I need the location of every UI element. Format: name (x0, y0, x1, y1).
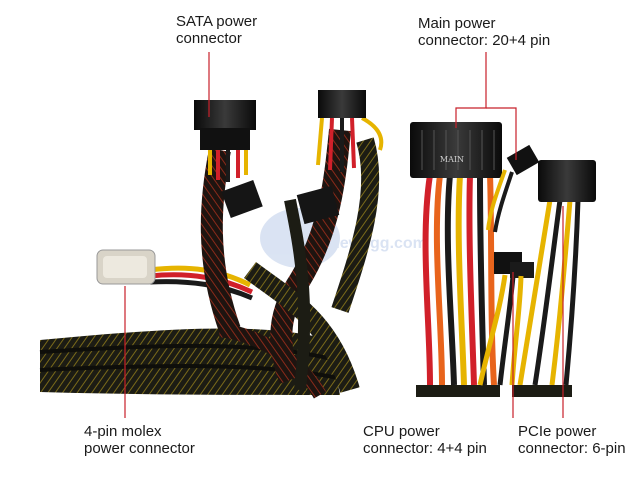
cpu-connector-label: CPU power connector: 4+4 pin (363, 423, 487, 457)
sata-connector-label: SATA power connector (176, 13, 257, 47)
molex-label-line-2: power connector (84, 440, 195, 457)
watermark-text: newegg.com (330, 235, 427, 252)
main-label-line-2: connector: 20+4 pin (418, 32, 551, 49)
main-connector-label: Main power connector: 20+4 pin (418, 15, 550, 49)
pcie-connector-label: PCIe power connector: 6-pin (518, 423, 626, 457)
middle-cable-bundle (244, 198, 360, 393)
main-connector-marking: MAIN (440, 155, 464, 164)
pcie-6pin-connector (512, 160, 596, 397)
cpu-label-line-2: connector: 4+4 pin (363, 440, 487, 457)
molex-label-line-1: 4-pin molex (84, 423, 162, 440)
main-label-line-1: Main power (418, 15, 496, 32)
pcie-label-line-1: PCIe power (518, 423, 597, 440)
sata-label-line-2: connector (176, 30, 242, 47)
leader-main-addon (486, 107, 517, 160)
sata-label-line-1: SATA power (176, 13, 258, 30)
molex-connector (96, 249, 254, 301)
cpu-8pin-connector (477, 252, 534, 386)
sata-connector-left (194, 100, 263, 334)
leader-main (455, 52, 487, 128)
cpu-label-line-1: CPU power (363, 423, 440, 440)
callout-leader-lines (124, 52, 564, 418)
pcie-label-line-2: connector: 6-pin (518, 440, 626, 457)
newegg-watermark: newegg.com (260, 208, 427, 268)
molex-connector-label: 4-pin molex power connector (84, 423, 195, 457)
